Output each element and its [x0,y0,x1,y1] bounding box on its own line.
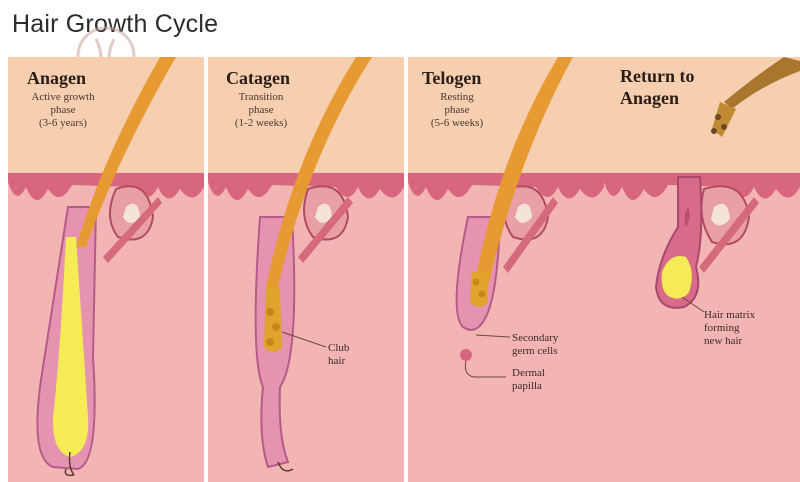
page-title: Hair Growth Cycle [12,10,219,38]
stage-title-2: Anagen [620,88,680,108]
phase-text-2: phase [444,104,470,116]
panel-catagen: Catagen Transition phase (1-2 weeks) Clu… [208,57,404,482]
dermal-papilla-label: Dermal papilla [512,367,545,393]
hair-matrix-line-2: forming [704,322,740,334]
duration-text: (3-6 years) [39,117,87,129]
stage-title: Anagen [27,68,87,88]
telogen-illustration [408,57,604,482]
stage-title: Catagen [226,68,290,88]
stage-title: Return to [620,66,695,86]
club-hair-label-line-2: hair [328,355,346,367]
phase-text-2: phase [248,104,274,116]
stage-title: Telogen [422,68,482,88]
return-to-anagen-illustration [604,57,800,482]
club-hair-label-line-1: Club [328,342,350,354]
duration-text: (5-6 weeks) [430,117,484,129]
panel-anagen: Anagen Active growth phase (3-6 years) [8,57,204,482]
hair-matrix-line-1: Hair matrix [704,309,756,321]
secondary-germ-cells-label: Secondary germ cells [512,332,558,358]
secondary-germ-cells-line-2: germ cells [512,345,558,357]
phase-text-2: phase [50,104,76,116]
panel-return-to-anagen: Return to Anagen Hair matrix forming new… [604,57,800,482]
dermal-papilla-line-1: Dermal [512,367,545,379]
club-hair-label: Club hair [328,342,349,368]
hair-matrix-label: Hair matrix forming new hair [704,309,755,348]
dermal-papilla-line-2: papilla [512,380,542,392]
phase-text: Resting [440,91,474,103]
catagen-illustration [208,57,404,482]
hair-matrix-line-3: new hair [704,335,743,347]
anagen-illustration [8,57,204,482]
secondary-germ-cells-line-1: Secondary [512,332,559,344]
phase-text: Transition [238,91,284,103]
phase-text: Active growth [31,91,95,103]
duration-text: (1-2 weeks) [234,117,288,129]
panel-telogen: Telogen Resting phase (5-6 weeks) Second… [408,57,604,482]
